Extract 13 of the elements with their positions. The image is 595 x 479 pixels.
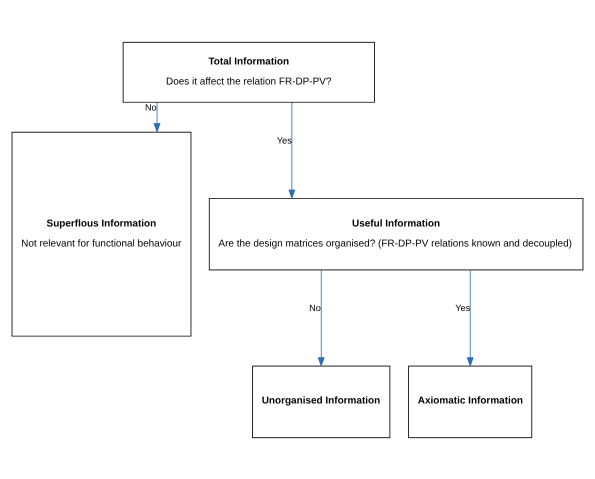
- node-box: Total Information Does it affect the relation FR-DP-PV?: [122, 41, 375, 102]
- arrow: [466, 269, 474, 367]
- arrow: [154, 101, 161, 133]
- arrow: [318, 269, 325, 367]
- edge-label: Yes: [276, 135, 292, 146]
- edge-label: No: [144, 102, 157, 112]
- edge-label: No: [309, 302, 321, 313]
- edge-label: Yes: [455, 302, 470, 313]
- node-box: Unorganised Information: [252, 365, 390, 438]
- node-box: Superflous Information Not relevant for functional behaviour: [12, 131, 192, 336]
- node-box: Axiomatic Information: [408, 365, 532, 438]
- arrow: [288, 101, 296, 200]
- node-box: Useful Information Are the design matrices organised? (FR-DP-PV relations known and decoupled): [208, 197, 584, 270]
